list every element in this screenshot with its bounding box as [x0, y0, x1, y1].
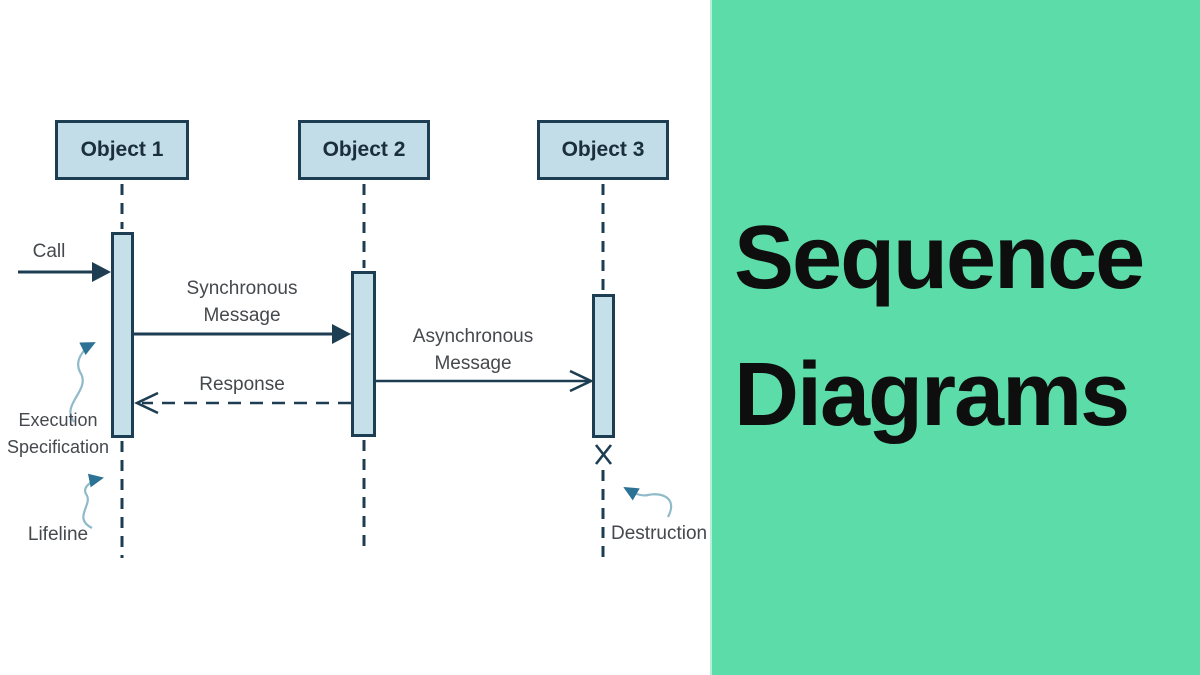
object-1-label: Object 1 — [80, 138, 164, 161]
page-title: Sequence Diagrams — [734, 190, 1145, 464]
title-panel: Sequence Diagrams — [710, 0, 1200, 675]
execution-specification-pointer — [69, 342, 96, 423]
object-2-label: Object 2 — [322, 138, 406, 161]
asynchronous-message-label-line2: Message — [434, 353, 512, 374]
object-3-box: Object 3 — [537, 120, 669, 180]
synchronous-message-arrow — [134, 324, 351, 344]
object-2-box: Object 2 — [298, 120, 430, 180]
execution-specification-label-line1: Execution — [18, 410, 98, 430]
sequence-diagram: Object 1 Object 2 Object 3 — [0, 120, 708, 559]
synchronous-message-label-line2: Message — [203, 305, 281, 326]
call-label: Call — [32, 241, 66, 262]
execution-bar-object-3 — [592, 294, 615, 438]
page-title-line1: Sequence — [734, 208, 1145, 308]
asynchronous-message-label-line1: Asynchronous — [412, 326, 534, 347]
response-arrow — [133, 391, 351, 415]
object-1-box: Object 1 — [55, 120, 189, 180]
asynchronous-message-arrow — [376, 369, 595, 393]
lifeline-pointer — [82, 473, 104, 529]
response-label: Response — [199, 374, 285, 395]
destruction-pointer — [623, 487, 673, 518]
diagram-lines — [18, 184, 673, 559]
execution-bar-object-1 — [111, 232, 134, 438]
execution-specification-label-line2: Specification — [6, 437, 110, 457]
synchronous-message-label-line1: Synchronous — [186, 278, 298, 299]
execution-bar-object-2 — [351, 271, 376, 437]
asynchronous-message-label: Asynchronous Message — [393, 323, 553, 377]
call-arrow — [18, 262, 111, 282]
destruction-label: Destruction — [611, 523, 708, 544]
synchronous-message-label: Synchronous Message — [162, 275, 322, 329]
execution-specification-label: Execution Specification — [0, 407, 116, 461]
lifeline-label: Lifeline — [27, 524, 89, 545]
object-3-label: Object 3 — [561, 138, 645, 161]
page-title-line2: Diagrams — [734, 345, 1130, 445]
destruction-x — [594, 444, 613, 465]
